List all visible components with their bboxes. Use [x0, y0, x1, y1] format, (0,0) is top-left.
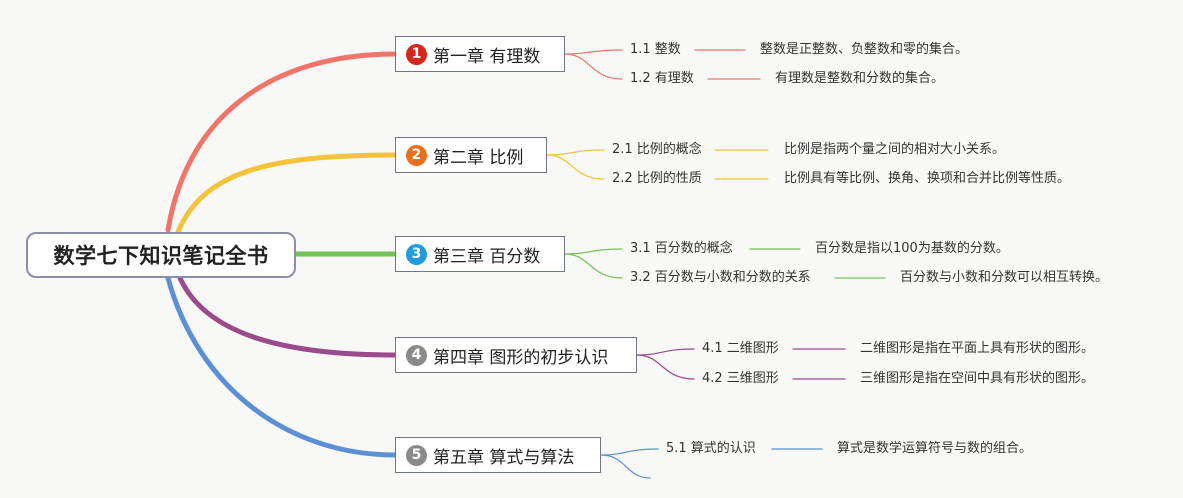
- description-1-2[interactable]: 有理数是整数和分数的集合。: [775, 71, 945, 86]
- subtopic-1-1[interactable]: 1.1 整数: [630, 42, 681, 57]
- chapter-5-label: 第五章 算式与算法: [433, 447, 575, 468]
- sub-branch-5-1: [600, 448, 659, 456]
- chapter-3-topic[interactable]: 3 第三章 百分数: [395, 236, 565, 272]
- subtopic-2-2[interactable]: 2.2 比例的性质: [612, 171, 702, 186]
- root-title: 数学七下知识笔记全书: [53, 244, 269, 268]
- subtopic-1-2[interactable]: 1.2 有理数: [630, 71, 694, 86]
- branch-chapter-2: [175, 152, 398, 235]
- sub-branch-4-2: [636, 354, 695, 380]
- chapter-2-number-badge: 2: [406, 144, 427, 166]
- chapter-5-topic[interactable]: 5 第五章 算式与算法: [395, 437, 601, 473]
- chapter-1-label: 第一章 有理数: [433, 46, 541, 67]
- chapter-4-topic[interactable]: 4 第四章 图形的初步认识: [395, 337, 637, 373]
- description-1-1[interactable]: 整数是正整数、负整数和零的集合。: [760, 42, 969, 57]
- branch-chapter-4: [177, 275, 398, 358]
- chapter-5-number-badge: 5: [406, 444, 427, 466]
- subtopic-4-1[interactable]: 4.1 二维图形: [702, 341, 779, 356]
- sub-branch-1-2: [564, 53, 623, 80]
- description-2-2[interactable]: 比例具有等比例、换角、换项和合并比例等性质。: [784, 171, 1071, 186]
- branch-chapter-5: [165, 275, 398, 458]
- subtopic-4-2[interactable]: 4.2 三维图形: [702, 371, 779, 386]
- description-3-2[interactable]: 百分数与小数和分数可以相互转换。: [900, 270, 1109, 285]
- sub-branch-5-2: [600, 454, 651, 479]
- branch-chapter-1: [165, 51, 398, 233]
- description-4-1[interactable]: 二维图形是指在平面上具有形状的图形。: [860, 341, 1095, 356]
- sub-branch-2-2: [546, 154, 605, 180]
- chapter-1-topic[interactable]: 1 第一章 有理数: [395, 36, 565, 72]
- chapter-3-label: 第三章 百分数: [433, 246, 541, 267]
- description-3-1[interactable]: 百分数是指以100为基数的分数。: [815, 241, 1009, 256]
- chapter-3-number-badge: 3: [406, 243, 427, 265]
- chapter-1-number-badge: 1: [406, 43, 427, 65]
- root-topic[interactable]: 数学七下知识笔记全书: [26, 232, 296, 278]
- sub-branch-4-1: [636, 348, 695, 356]
- description-2-1[interactable]: 比例是指两个量之间的相对大小关系。: [784, 142, 1006, 157]
- chapter-2-label: 第二章 比例: [433, 147, 524, 168]
- sub-branch-3-2: [564, 253, 623, 279]
- subtopic-2-1[interactable]: 2.1 比例的概念: [612, 142, 702, 157]
- sub-branch-1-1: [564, 49, 623, 55]
- sub-branch-2-1: [546, 149, 605, 156]
- description-5-1[interactable]: 算式是数学运算符号与数的组合。: [837, 441, 1033, 456]
- chapter-4-number-badge: 4: [406, 344, 427, 366]
- chapter-4-label: 第四章 图形的初步认识: [433, 347, 609, 368]
- subtopic-3-2[interactable]: 3.2 百分数与小数和分数的关系: [630, 270, 811, 285]
- description-4-2[interactable]: 三维图形是指在空间中具有形状的图形。: [860, 371, 1095, 386]
- sub-branch-3-1: [564, 248, 623, 255]
- subtopic-3-1[interactable]: 3.1 百分数的概念: [630, 241, 733, 256]
- subtopic-5-1[interactable]: 5.1 算式的认识: [666, 441, 756, 456]
- chapter-2-topic[interactable]: 2 第二章 比例: [395, 137, 547, 173]
